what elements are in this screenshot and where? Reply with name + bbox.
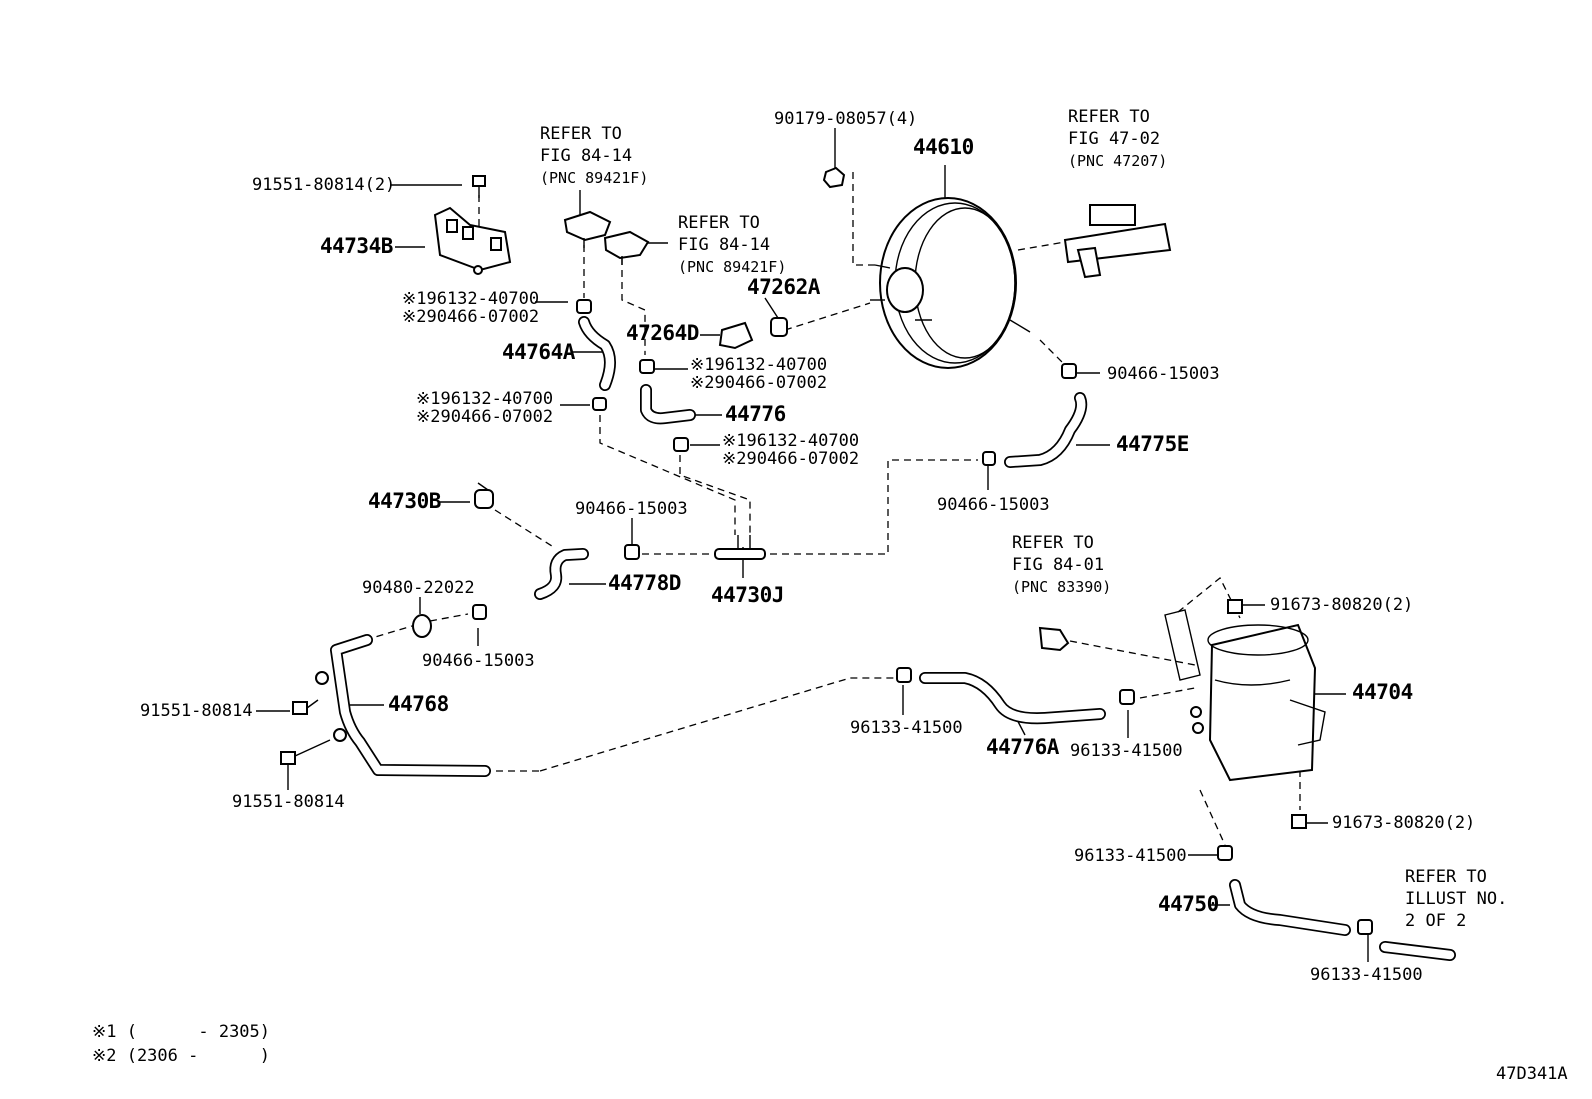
ref-fig-84-14-a-line1: REFER TO [540,124,622,144]
grommet-47262a [770,317,788,337]
ref-illust-2-line1: REFER TO [1405,867,1487,887]
sensor-89421f-left [563,210,612,248]
ref-fig-84-01-line1: REFER TO [1012,533,1094,553]
vacuum-tank-44704 [1164,609,1326,782]
label-44730j: 44730J [711,583,784,607]
note-label-4b: ※290466-07002 [722,449,860,469]
label-44778d: 44778D [608,571,681,595]
label-90179-08057-4: 90179-08057(4) [774,109,918,129]
label-44768: 44768 [388,692,449,716]
label-47262a: 47262A [747,275,820,299]
label-90466-15003-d: 90466-15003 [422,651,535,671]
ref-fig-84-14-a-line3: (PNC 89421F) [540,169,649,187]
ref-fig-84-14-b-line3: (PNC 89421F) [678,258,787,276]
ref-fig-84-14-b-line1: REFER TO [678,213,760,233]
leader-lines [256,128,1369,962]
label-91551-80814-a: 91551-80814 [140,701,253,721]
note-label-3b: ※290466-07002 [416,407,554,427]
note-label-3a: ※196132-40700 [416,389,554,409]
label-91673-80820-2a: 91673-80820(2) [1270,595,1414,615]
grommet-90480-22022 [412,614,432,638]
ref-fig-84-01-line2: FIG 84-01 [1012,555,1105,575]
note-label-4a: ※196132-40700 [722,431,860,451]
label-96133-41500-b: 96133-41500 [1070,741,1183,761]
label-91551-80814-2: 91551-80814(2) [252,175,396,195]
ref-illust-2-line3: 2 OF 2 [1405,911,1467,931]
label-90466-15003-c: 90466-15003 [575,499,688,519]
label-44776a: 44776A [986,735,1059,759]
label-91673-80820-2b: 91673-80820(2) [1332,813,1476,833]
label-44610: 44610 [913,135,974,159]
label-44750: 44750 [1158,892,1219,916]
clamp-group [472,299,1373,935]
label-47264d: 47264D [626,321,699,345]
label-44764a: 44764A [502,340,575,364]
master-cylinder-47207 [1063,204,1172,279]
ref-fig-84-14-a-line2: FIG 84-14 [540,146,633,166]
label-96133-41500-c: 96133-41500 [1074,846,1187,866]
figure-id: 47D341A [1496,1064,1568,1084]
ref-fig-84-14-b-line2: FIG 84-14 [678,235,771,255]
nut-90179-08057 [822,166,846,189]
footnote-1: ※1 ( - 2305) [92,1022,271,1042]
label-44730b: 44730B [368,489,441,513]
bracket-44734b [433,206,512,275]
label-96133-41500-d: 96133-41500 [1310,965,1423,985]
joint-44730j [714,535,766,560]
ref-fig-84-01-line3: (PNC 83390) [1012,578,1112,596]
label-91551-80814-b: 91551-80814 [232,792,345,812]
ref-fig-47-02-line3: (PNC 47207) [1068,152,1168,170]
check-valve-44730b [474,482,494,509]
label-90480-22022: 90480-22022 [362,578,475,598]
label-96133-41500-a: 96133-41500 [850,718,963,738]
note-label-2a: ※196132-40700 [690,355,828,375]
label-44704: 44704 [1352,680,1413,704]
note-label-1a: ※196132-40700 [402,289,540,309]
switch-83390 [1038,626,1070,652]
label-44776: 44776 [725,402,786,426]
sensor-89421f-right [603,230,650,265]
footnote-2: ※2 (2306 - ) [92,1046,271,1066]
label-44734b: 44734B [320,234,393,258]
note-label-1b: ※290466-07002 [402,307,540,327]
label-90466-15003-a: 90466-15003 [1107,364,1220,384]
brake-booster-44610 [870,197,1031,369]
bolts-91551-80814 [280,671,347,765]
ref-fig-47-02-line1: REFER TO [1068,107,1150,127]
bolts-91673-80820 [1227,599,1307,829]
note-label-2b: ※290466-07002 [690,373,828,393]
label-44775e: 44775E [1116,432,1189,456]
hoses [330,316,1456,961]
ref-illust-2-line2: ILLUST NO. [1405,889,1508,909]
dashed-connections [364,172,1301,846]
ref-fig-47-02-line2: FIG 47-02 [1068,129,1161,149]
label-90466-15003-b: 90466-15003 [937,495,1050,515]
bracket-47264d [718,321,754,350]
bolt-91551-80814-top [472,175,486,198]
